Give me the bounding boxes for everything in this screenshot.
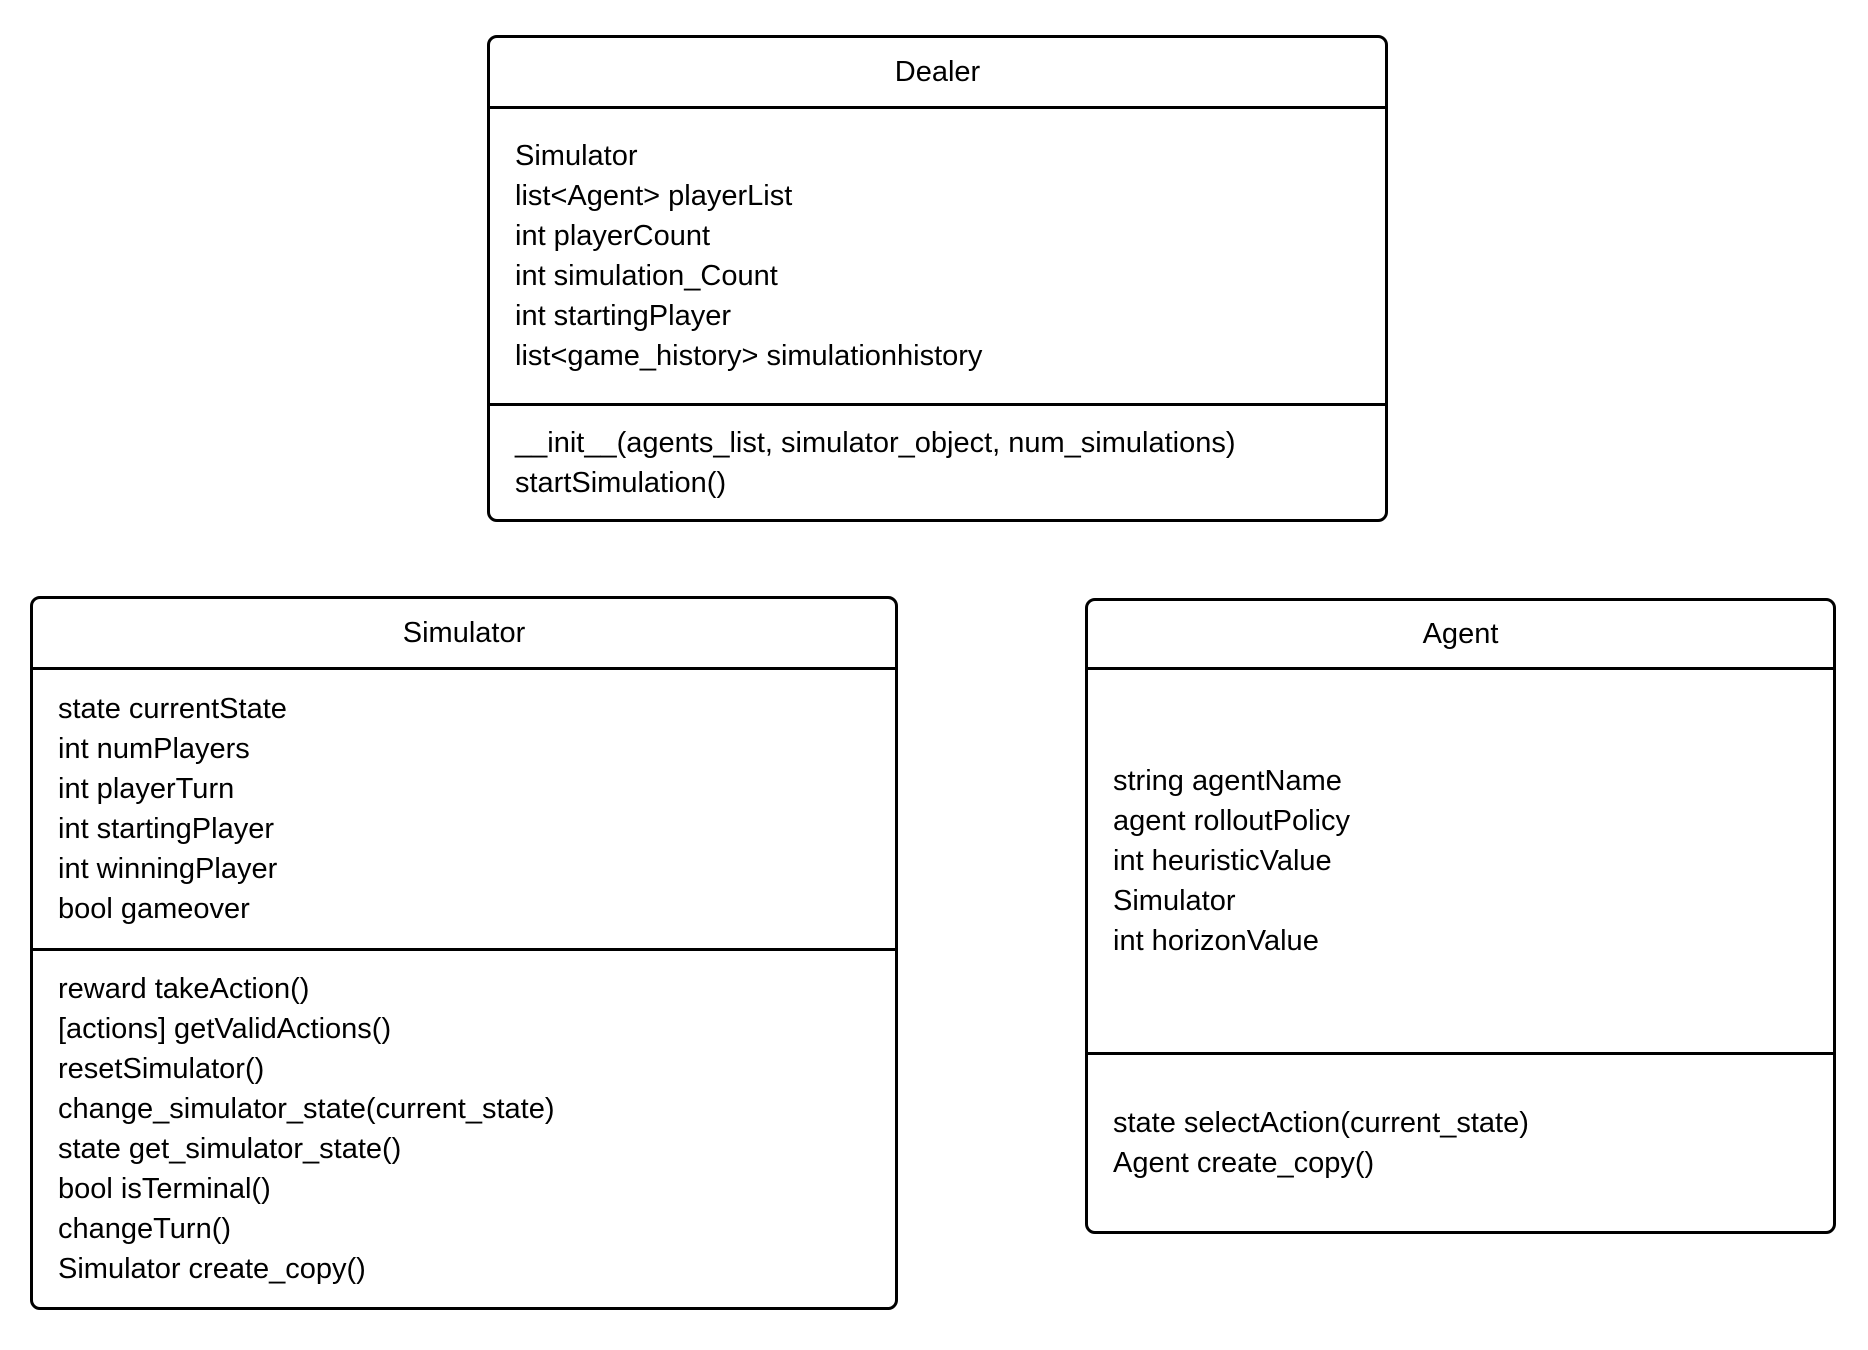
- methods-compartment: reward takeAction() [actions] getValidAct…: [33, 948, 895, 1307]
- attribute-line: list<game_history> simulationhistory: [515, 340, 983, 372]
- attribute-line: int playerTurn: [58, 773, 235, 805]
- class-node-dealer[interactable]: Dealer Simulator list<Agent> playerList in…: [487, 35, 1388, 522]
- methods-compartment: __init__(agents_list, simulator_object, …: [490, 403, 1385, 519]
- attributes-compartment: state currentState int numPlayers int play…: [33, 667, 895, 948]
- attribute-line: state currentState: [58, 693, 287, 725]
- method-line: Simulator create_copy(): [58, 1253, 366, 1285]
- attribute-line: int startingPlayer: [515, 300, 731, 332]
- class-title: Simulator: [402, 616, 526, 649]
- method-line: bool isTerminal(): [58, 1173, 271, 1205]
- class-node-simulator[interactable]: Simulator state currentState int numPlaye…: [30, 596, 898, 1310]
- attribute-line: list<Agent> playerList: [515, 180, 793, 212]
- method-line: Agent create_copy(): [1113, 1147, 1375, 1179]
- attribute-line: Simulator: [515, 140, 638, 172]
- attributes-compartment: Simulator list<Agent> playerList int playe…: [490, 106, 1385, 403]
- method-line: startSimulation(): [515, 466, 727, 499]
- attributes-compartment: string agentName agent rolloutPolicy int h…: [1088, 667, 1833, 1052]
- method-line: changeTurn(): [58, 1213, 232, 1245]
- attribute-line: string agentName: [1113, 765, 1342, 797]
- method-line: __init__(agents_list, simulator_object, …: [515, 426, 1236, 459]
- attribute-line: int numPlayers: [58, 733, 250, 765]
- class-title: Agent: [1422, 617, 1499, 650]
- attribute-line: int horizonValue: [1113, 925, 1319, 957]
- method-line: reward takeAction(): [58, 973, 310, 1005]
- method-line: change_simulator_state(current_state): [58, 1093, 555, 1125]
- method-line: [actions] getValidActions(): [58, 1013, 392, 1045]
- class-node-agent[interactable]: Agent string agentName agent rolloutPolic…: [1085, 598, 1836, 1234]
- attribute-line: int simulation_Count: [515, 260, 778, 292]
- attribute-line: int playerCount: [515, 220, 711, 252]
- class-title: Dealer: [894, 55, 981, 88]
- attribute-line: bool gameover: [58, 893, 250, 925]
- attribute-line: Simulator: [1113, 885, 1236, 917]
- attribute-line: int winningPlayer: [58, 853, 278, 885]
- methods-compartment: state selectAction(current_state) Agent c…: [1088, 1052, 1833, 1231]
- method-line: state get_simulator_state(): [58, 1133, 402, 1165]
- method-line: resetSimulator(): [58, 1053, 265, 1085]
- attribute-line: agent rolloutPolicy: [1113, 805, 1350, 837]
- attribute-line: int heuristicValue: [1113, 845, 1332, 877]
- method-line: state selectAction(current_state): [1113, 1107, 1529, 1139]
- attribute-line: int startingPlayer: [58, 813, 274, 845]
